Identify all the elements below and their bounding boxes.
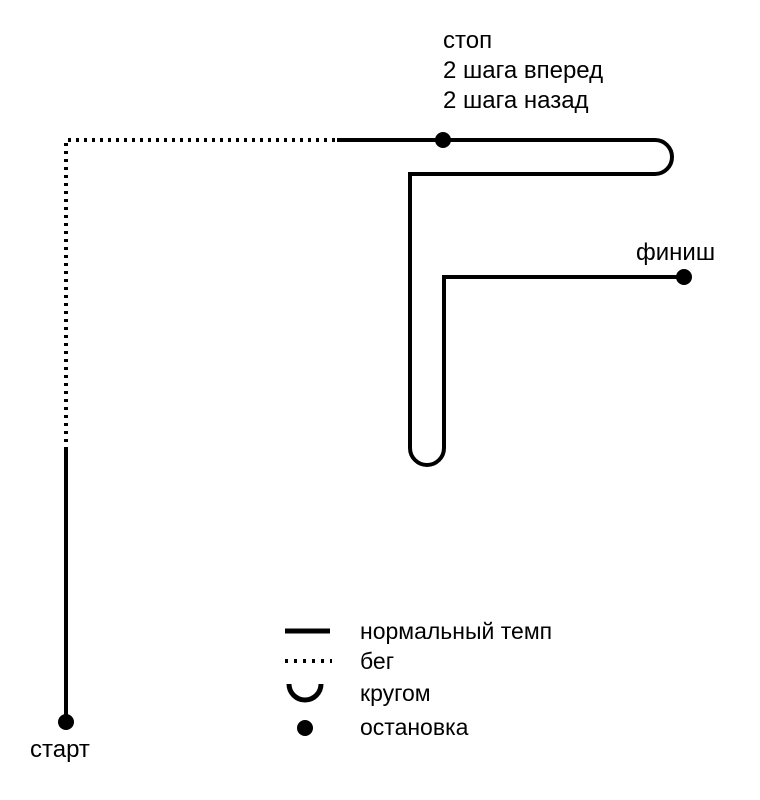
legend-label-u-turn: кругом: [360, 680, 431, 706]
stop-dot: [435, 132, 451, 148]
route-main-path-solid: [337, 138, 684, 467]
legend-label-run: бег: [360, 648, 395, 674]
legend-dot-icon: [297, 720, 313, 736]
legend-label-normal-pace: нормальный темп: [360, 618, 553, 644]
route-running-segment-dotted: [64, 138, 337, 450]
finish-label: финиш: [636, 239, 716, 266]
stop-label-line: стоп: [443, 27, 493, 54]
stop-label: стоп 2 шага вперед 2 шага назад: [443, 26, 603, 116]
start-stop-dot: [58, 714, 74, 730]
legend-label-stop: остановка: [360, 714, 469, 740]
stop-label-line: 2 шага вперед: [443, 57, 604, 84]
start-label: старт: [30, 736, 90, 763]
stop-label-line: 2 шага назад: [443, 87, 589, 114]
finish-dot: [676, 269, 692, 285]
legend-u-turn-icon: [286, 683, 324, 703]
